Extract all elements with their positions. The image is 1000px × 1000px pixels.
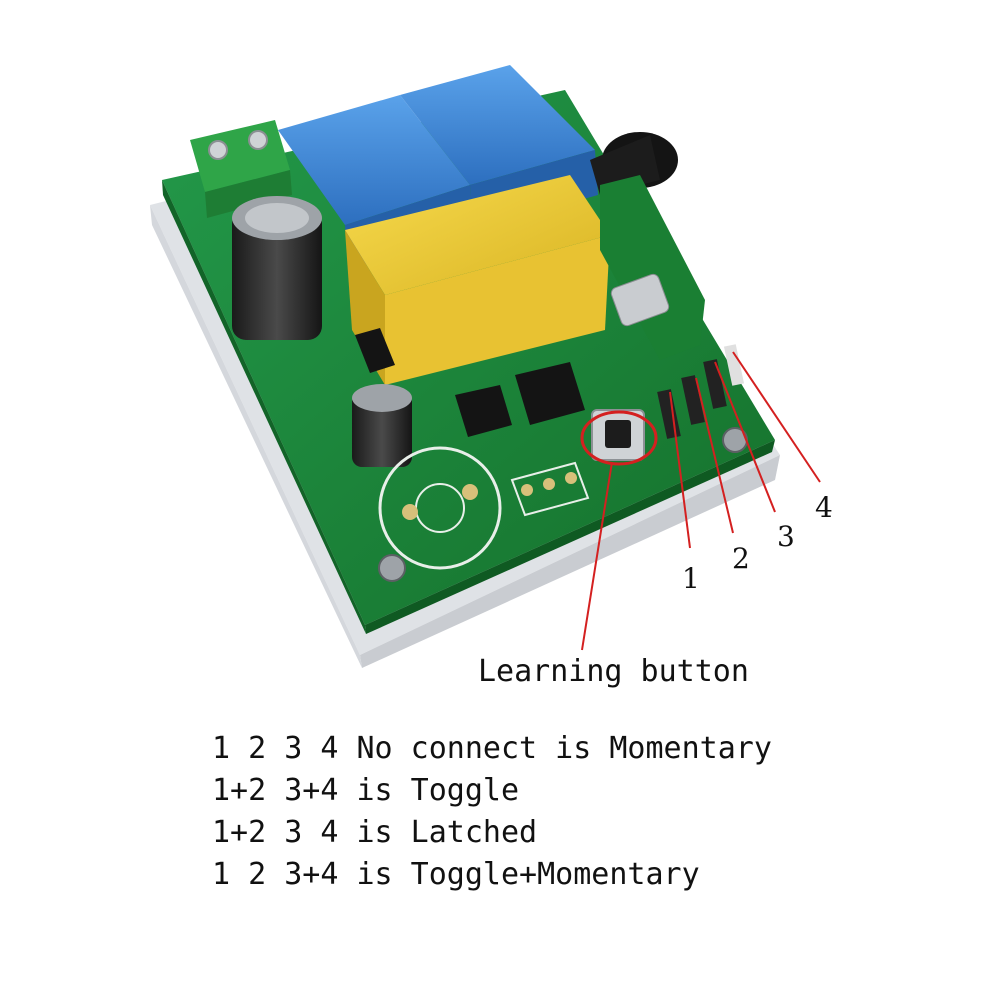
mode-line-latched: 1+2 3 4 is Latched [212, 815, 538, 850]
learning-button-label: Learning button [478, 654, 749, 689]
rf-module [600, 175, 705, 360]
electrolytic-capacitor-large [232, 196, 322, 340]
learning-button [580, 409, 658, 466]
buzzer-silk [378, 446, 502, 570]
mode-line-momentary: 1 2 3 4 No connect is Momentary [212, 731, 772, 766]
ic-chips [355, 328, 585, 437]
electrolytic-capacitor-small [352, 384, 412, 467]
pin-label-1: 1 [682, 562, 700, 595]
mode-line-toggle: 1+2 3+4 is Toggle [212, 773, 520, 808]
pin-label-3: 3 [777, 520, 795, 553]
mode-instructions: 1 2 3 4 No connect is Momentary 1+2 3+4 … [212, 728, 772, 896]
mode-line-toggle-momentary: 1 2 3+4 is Toggle+Momentary [212, 857, 700, 892]
pin-label-2: 2 [732, 542, 750, 575]
pin-label-4: 4 [815, 491, 833, 524]
mounting-screws [378, 427, 748, 582]
callout-lines [581, 351, 821, 651]
manual-switch-pads [510, 461, 590, 517]
screw-terminal [190, 120, 292, 218]
jumper-header [657, 344, 745, 439]
